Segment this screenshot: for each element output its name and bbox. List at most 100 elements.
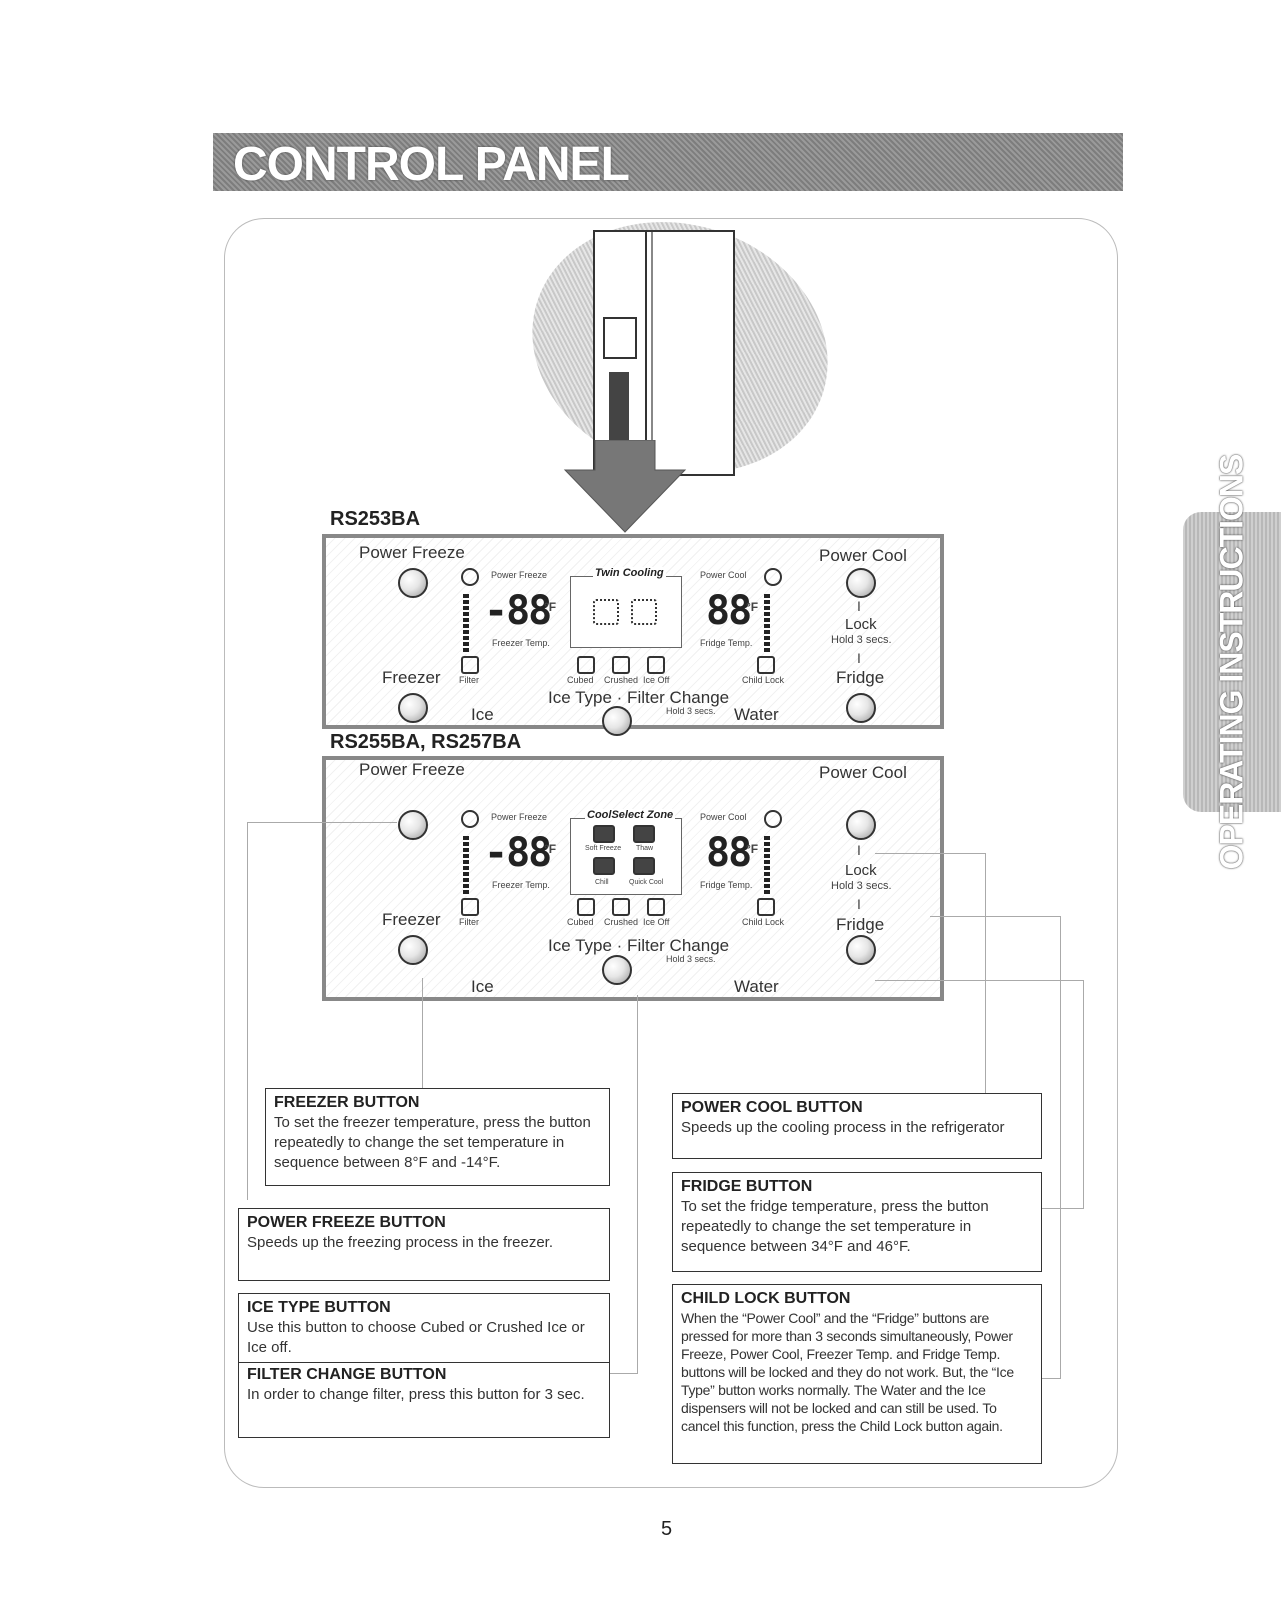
hold-label: Hold 3 secs. [831,634,892,646]
power-cool-button-callout: POWER COOL BUTTON Speeds up the cooling … [672,1093,1042,1159]
display-power-cool-text: Power Cool [700,812,747,822]
ice-label: Ice [471,977,494,996]
cubed-ice-icon [577,898,595,916]
freezer-temp-text: Freezer Temp. [492,880,550,890]
power-freeze-button[interactable] [398,568,428,598]
crushed-ice-icon [612,656,630,674]
soft-freeze-text: Soft Freeze [585,845,622,852]
ice-type-button[interactable] [602,955,632,985]
hold-label: Hold 3 secs. [666,706,716,716]
freezer-button[interactable] [398,693,428,723]
water-label: Water [734,705,779,724]
control-panel-rs253ba: Power Freeze Power Cool Freezer I Lock H… [322,534,944,736]
power-cool-button[interactable] [846,810,876,840]
freezer-unit: °F [544,842,557,856]
fridge-level-bar [764,836,770,896]
divider-mark: I [857,896,861,912]
leader-line [637,995,638,1373]
ice-off-icon [647,656,665,674]
snowflake-icon [631,599,657,625]
down-arrow-icon [563,440,687,533]
lock-icon [757,898,775,916]
fridge-button[interactable] [846,693,876,723]
callout-title: ICE TYPE BUTTON [247,1299,391,1316]
ice-type-button[interactable] [602,706,632,736]
power-freeze-label: Power Freeze [359,760,465,779]
power-cool-label: Power Cool [819,763,907,782]
display-power-freeze-text: Power Freeze [491,812,548,822]
ice-off-text: Ice Off [643,675,670,685]
thaw-icon [633,825,655,843]
freezer-button[interactable] [398,935,428,965]
callout-title: FRIDGE BUTTON [681,1178,813,1195]
fridge-temp-text: Fridge Temp. [700,638,753,648]
divider-mark: I [857,650,861,666]
child-lock-button-callout: CHILD LOCK BUTTON When the “Power Cool” … [672,1284,1042,1464]
soft-freeze-icon [593,825,615,843]
leader-line [247,822,397,823]
fridge-temp-digits: 88 [706,588,752,634]
fridge-label: Fridge [836,915,885,934]
callout-text: To set the freezer temperature, press th… [274,1114,591,1171]
lock-icon [757,656,775,674]
leader-line [608,1373,638,1374]
hold-label: Hold 3 secs. [831,880,892,892]
lock-label: Lock [845,862,877,879]
callout-title: CHILD LOCK BUTTON [681,1290,851,1307]
callout-title: POWER COOL BUTTON [681,1099,863,1116]
chill-icon [593,857,615,875]
power-freeze-label: Power Freeze [359,543,465,562]
fridge-button[interactable] [846,935,876,965]
filter-icon [461,898,479,916]
freezer-button-callout: FREEZER BUTTON To set the freezer temper… [265,1088,610,1186]
crushed-text: Crushed [604,917,639,927]
ice-type-filter-label: Ice Type · Filter Change [548,688,730,707]
model-label-1: RS253BA [330,508,421,530]
quick-cool-icon [633,857,655,875]
power-cool-button[interactable] [846,568,876,598]
water-label: Water [734,977,779,996]
filter-text: Filter [459,675,479,685]
fridge-label: Fridge [836,668,885,687]
content-frame [224,218,1118,1488]
section-tab: OPERATING INSTRUCTIONS [1183,455,1281,869]
fridge-unit: °F [746,600,759,614]
callout-text: When the “Power Cool” and the “Fridge” b… [681,1310,1014,1434]
coolselect-zone-box: CoolSelect Zone Soft Freeze Thaw Chill Q… [570,809,682,895]
ice-label: Ice [471,705,494,724]
cubed-text: Cubed [567,675,594,685]
page-number: 5 [661,1518,673,1540]
power-cool-icon [764,810,782,828]
divider-mark: I [857,842,861,858]
display-area: Power Freeze Power Cool -88 °F 88 °F Fre… [444,800,794,927]
power-freeze-button[interactable] [398,810,428,840]
ice-off-icon [647,898,665,916]
freezer-level-bar [463,836,469,896]
divider-mark: I [857,598,861,614]
leader-line [875,853,985,854]
thaw-text: Thaw [636,845,654,852]
cubed-ice-icon [577,656,595,674]
power-cool-icon [764,568,782,586]
display-area: Power Freeze Power Cool -88 °F 88 °F Fre… [444,558,794,685]
power-freeze-icon [461,810,479,828]
ice-type-filter-label: Ice Type · Filter Change [548,936,730,955]
callout-title: POWER FREEZE BUTTON [247,1214,446,1231]
power-cool-label: Power Cool [819,546,907,565]
child-lock-text: Child Lock [742,917,785,927]
dispenser-icon [603,317,637,359]
freezer-label: Freezer [382,910,441,929]
fridge-temp-digits: 88 [706,830,752,876]
fridge-temp-text: Fridge Temp. [700,880,753,890]
section-tab-label: OPERATING INSTRUCTIONS [1213,454,1250,870]
callout-text: Speeds up the cooling process in the ref… [681,1119,1005,1136]
callout-text: To set the fridge temperature, press the… [681,1198,989,1255]
fridge-button-callout: FRIDGE BUTTON To set the fridge temperat… [672,1172,1042,1272]
filter-text: Filter [459,917,479,927]
model-label-2: RS255BA, RS257BA [330,731,522,753]
freezer-level-bar [463,594,469,654]
control-panel-rs255ba: Power Freeze Power Cool Freezer I Lock H… [322,756,944,1001]
crushed-ice-icon [612,898,630,916]
leader-line [1060,916,1061,1378]
leader-line [247,822,248,1200]
